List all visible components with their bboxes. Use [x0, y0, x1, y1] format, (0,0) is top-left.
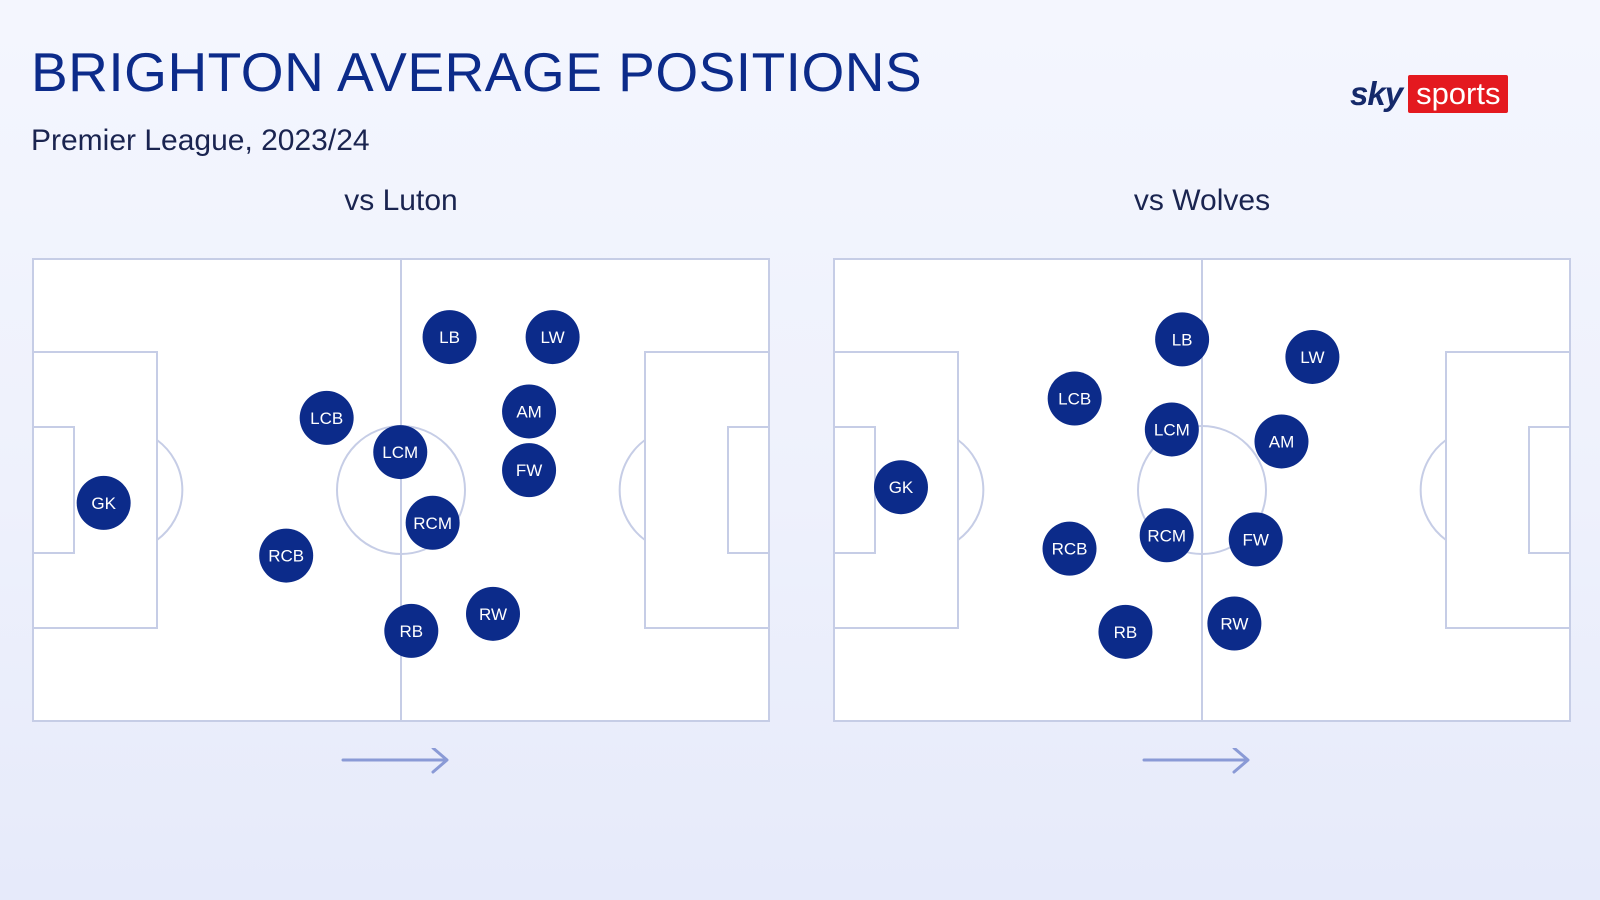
- penalty-arc-right: [1419, 439, 1447, 541]
- player-label: FW: [1243, 530, 1269, 549]
- player-label: RCM: [413, 514, 452, 533]
- player-dot: [373, 425, 428, 480]
- logo-sports-text: sports: [1408, 75, 1509, 113]
- player-dot: [1139, 508, 1194, 563]
- player-label: LCM: [1154, 420, 1190, 439]
- player-label: RCB: [1052, 540, 1088, 559]
- player-marker-gk: GK: [76, 475, 131, 530]
- player-dot: [1254, 414, 1309, 469]
- player-label: LB: [1172, 330, 1193, 349]
- player-marker-rcb: RCB: [259, 528, 314, 583]
- player-marker-am: AM: [1254, 414, 1309, 469]
- pitch-luton: GK LCB RCB LB RB LCM RCM AM LW RW FW: [32, 258, 770, 722]
- player-marker-rcb: RCB: [1042, 521, 1097, 576]
- panel-title-wolves: vs Wolves: [1133, 184, 1271, 217]
- player-dot: [422, 310, 477, 365]
- penalty-arc-right: [618, 439, 646, 541]
- player-dot: [299, 390, 354, 445]
- goal-box-right: [727, 426, 770, 554]
- player-marker-rw: RW: [466, 586, 520, 641]
- goal-box-right: [1528, 426, 1571, 554]
- player-label: AM: [1269, 432, 1295, 451]
- pitch-wolves: GK LCB RCB LB RB LCM RCM AM LW RW FW: [833, 258, 1571, 722]
- player-label: RCM: [1147, 526, 1186, 545]
- player-label: LW: [1300, 348, 1324, 367]
- player-marker-lb: LB: [1155, 312, 1210, 367]
- luton-panel: vs Luton GK LCB RCB LB RB LCM RCM AM LW RW FW: [31, 180, 771, 800]
- player-label: LW: [540, 328, 564, 347]
- player-dot: [1155, 312, 1210, 367]
- centre-circle: [1137, 425, 1267, 555]
- sky-sports-logo: sky sports: [1350, 74, 1509, 114]
- player-label: GK: [889, 478, 914, 497]
- player-dot: [1098, 604, 1153, 659]
- player-label: GK: [91, 494, 116, 513]
- player-label: LCB: [310, 409, 343, 428]
- player-marker-lcm: LCM: [1144, 402, 1199, 457]
- player-dot: [405, 495, 460, 550]
- player-label: RB: [1114, 623, 1138, 642]
- player-marker-lcb: LCB: [1047, 371, 1102, 426]
- player-dot: [502, 443, 557, 498]
- player-marker-lb: LB: [422, 310, 477, 365]
- player-marker-rw: RW: [1207, 596, 1262, 651]
- player-marker-lw: LW: [1285, 329, 1340, 384]
- player-marker-rb: RB: [1098, 604, 1153, 659]
- player-dot: [525, 310, 580, 365]
- attack-direction-arrow-icon: [1142, 748, 1250, 774]
- player-label: LCB: [1058, 390, 1091, 409]
- player-label: LCM: [382, 443, 418, 462]
- player-label: RW: [479, 605, 507, 624]
- player-dot: [1144, 402, 1199, 457]
- player-label: RW: [1220, 615, 1248, 634]
- player-dot: [384, 603, 439, 658]
- player-label: AM: [516, 402, 542, 421]
- player-dot: [259, 528, 314, 583]
- player-dot: [873, 460, 928, 515]
- player-dot: [1042, 521, 1097, 576]
- wolves-panel: vs Wolves GK LCB RCB LB RB LCM RCM AM LW RW FW: [832, 180, 1572, 800]
- player-label: RB: [399, 622, 423, 641]
- player-marker-lw: LW: [525, 310, 580, 365]
- player-marker-fw: FW: [1228, 512, 1283, 567]
- player-marker-am: AM: [502, 384, 557, 439]
- player-dot: [466, 586, 520, 641]
- player-dot: [1047, 371, 1102, 426]
- player-label: LB: [439, 328, 460, 347]
- player-dot: [502, 384, 557, 439]
- page-title: BRIGHTON AVERAGE POSITIONS: [31, 41, 923, 103]
- attack-direction-arrow-icon: [341, 748, 449, 774]
- player-marker-rcm: RCM: [1139, 508, 1194, 563]
- player-marker-rcm: RCM: [405, 495, 460, 550]
- penalty-arc-left: [156, 439, 184, 541]
- goal-box-left: [32, 426, 75, 554]
- panel-title-luton: vs Luton: [344, 184, 458, 217]
- player-label: RCB: [268, 547, 304, 566]
- player-dot: [1207, 596, 1262, 651]
- player-marker-rb: RB: [384, 603, 439, 658]
- player-dot: [76, 475, 131, 530]
- player-marker-fw: FW: [502, 443, 557, 498]
- page-subtitle: Premier League, 2023/24: [31, 124, 370, 157]
- logo-sky-text: sky: [1350, 75, 1403, 112]
- player-dot: [1228, 512, 1283, 567]
- player-label: FW: [516, 461, 542, 480]
- player-marker-lcb: LCB: [299, 390, 354, 445]
- player-marker-gk: GK: [873, 460, 928, 515]
- player-marker-lcm: LCM: [373, 425, 428, 480]
- penalty-arc-left: [957, 439, 985, 541]
- player-dot: [1285, 329, 1340, 384]
